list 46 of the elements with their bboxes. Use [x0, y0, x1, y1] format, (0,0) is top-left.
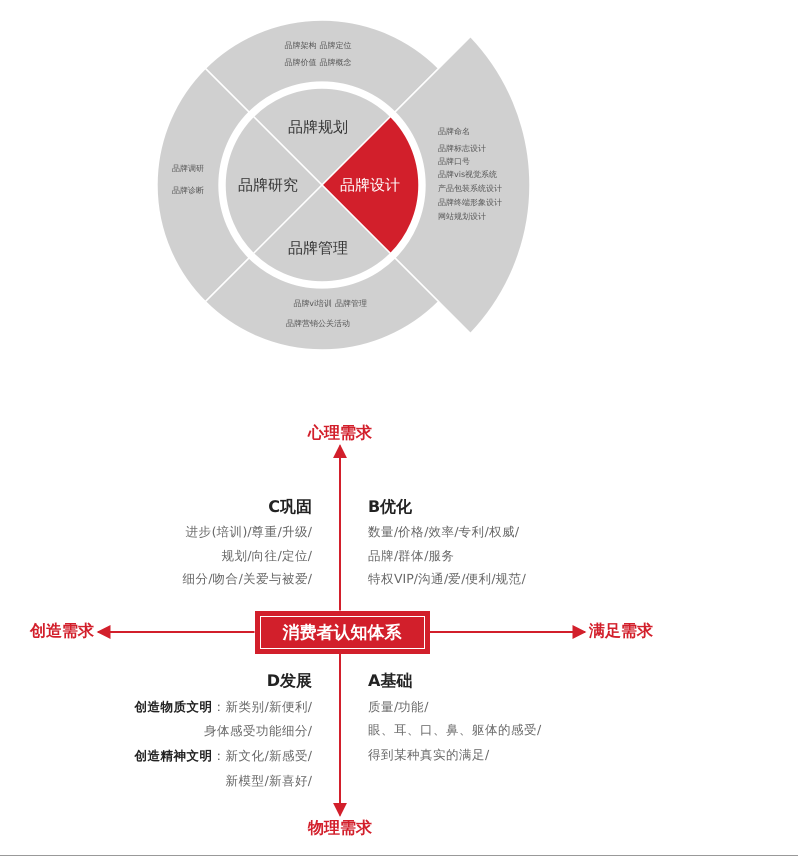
arrow: [96, 625, 254, 639]
quadrant-heading: D发展: [266, 671, 312, 692]
quadrant-text: 进步(培训)/尊重/升级/: [186, 524, 312, 541]
ring-segment: [156, 67, 252, 303]
quadrant-text: 创造物质文明：新类别/新便利/: [134, 699, 312, 716]
segment-text: 网站规划设计: [438, 211, 486, 223]
quadrant-heading: A基础: [368, 671, 412, 692]
segment-text: 品牌vi培训 品牌管理: [293, 298, 367, 310]
segment-text: 产品包装系统设计: [438, 183, 502, 195]
quadrant-text: 身体感受功能细分/: [204, 723, 312, 740]
segment-text: 品牌vis视觉系统: [438, 169, 498, 181]
quadrant-text: 细分/吻合/关爱与被爱/: [182, 571, 312, 588]
segment-text: 品牌营销公关活动: [286, 318, 350, 330]
segment-text: 品牌标志设计: [438, 143, 486, 155]
segment-text: 品牌价值 品牌概念: [284, 57, 352, 69]
quadrant-heading: B优化: [368, 497, 412, 518]
ring-segment: [205, 256, 440, 351]
quadrant-text: 规划/向往/定位/: [221, 548, 312, 565]
arrow: [333, 654, 347, 817]
quadrant-text: 得到某种真实的满足/: [368, 747, 490, 764]
quadrant-text: 质量/功能/: [368, 699, 428, 716]
arrow: [333, 444, 347, 610]
quadrant-text: 眼、耳、口、鼻、躯体的感受/: [368, 722, 542, 739]
arrow: [430, 625, 586, 639]
quadrant-text: 新模型/新喜好/: [226, 773, 312, 790]
need-label: 心理需求: [308, 422, 372, 444]
segment-text: 品牌管理: [288, 239, 348, 258]
quadrant-heading: C巩固: [268, 497, 312, 518]
segment-text: 品牌命名: [438, 126, 470, 138]
quadrant-text: 数量/价格/效率/专利/权威/: [368, 524, 520, 541]
need-label: 满足需求: [589, 620, 653, 642]
segment-text: 品牌设计: [340, 176, 400, 195]
quadrant-text: 品牌/群体/服务: [368, 548, 454, 565]
segment-text: 品牌诊断: [172, 185, 204, 197]
segment-text: 品牌架构 品牌定位: [284, 40, 352, 52]
segment-text: 品牌规划: [288, 118, 348, 137]
ring-segment: [205, 19, 440, 114]
quadrant-text: 特权VIP/沟通/爱/便利/规范/: [368, 571, 526, 588]
need-label: 物理需求: [308, 818, 372, 838]
segment-text: 品牌研究: [238, 176, 298, 195]
segment-text: 品牌终端形象设计: [438, 197, 502, 209]
segment-text: 品牌调研: [172, 163, 204, 175]
segment-text: 品牌口号: [438, 156, 470, 168]
center-box: 消费者认知体系: [254, 610, 430, 654]
quadrant-text: 创造精神文明：新文化/新感受/: [134, 748, 312, 765]
need-label: 创造需求: [30, 620, 94, 642]
